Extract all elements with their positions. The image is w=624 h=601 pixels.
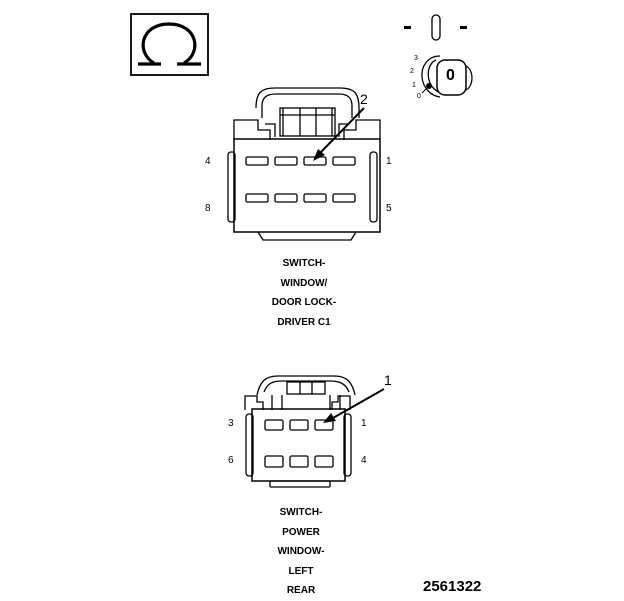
pin-label: 8 (205, 203, 211, 214)
caption-line: POWER (282, 526, 320, 538)
caption-line: LEFT (288, 565, 314, 577)
pin-label: 6 (228, 455, 234, 466)
caption-line: WINDOW- (277, 546, 325, 557)
pin-label: 4 (205, 156, 211, 167)
caption-line: DOOR LOCK- (271, 297, 337, 308)
pin-label: 5 (386, 203, 392, 214)
pin-label: 4 (361, 455, 367, 466)
caption-line: SWITCH- (279, 507, 323, 518)
callout-number: 2 (360, 91, 368, 107)
caption-line: WINDOW/ (280, 277, 328, 289)
ohm-resistance-icon (130, 13, 209, 76)
caption-line: REAR (286, 585, 316, 596)
ignition-key-icon (404, 14, 473, 98)
callout-arrow-rear (323, 388, 385, 423)
key-cylinder-label: 0 (446, 67, 455, 84)
callout-number: 1 (384, 372, 392, 388)
connector-c1-caption: SWITCH- WINDOW/ DOOR LOCK- DRIVER C1 (238, 254, 370, 332)
pin-label: 1 (386, 156, 392, 167)
caption-line: SWITCH- (282, 258, 326, 269)
connector-c1 (227, 87, 381, 241)
connector-left-rear (244, 375, 356, 488)
pin-label: 3 (228, 418, 234, 429)
caption-line: DRIVER C1 (277, 316, 331, 328)
key-position-label: 1 (412, 82, 416, 89)
callout-arrow-c1 (313, 107, 365, 161)
connector-rear-caption: SWITCH- POWER WINDOW- LEFT REAR (238, 503, 364, 601)
key-position-label: 0 (417, 93, 421, 100)
key-position-label: 2 (410, 68, 414, 75)
pin-label: 1 (361, 418, 367, 429)
key-position-label: 3 (414, 55, 418, 62)
figure-number: 2561322 (423, 578, 482, 595)
